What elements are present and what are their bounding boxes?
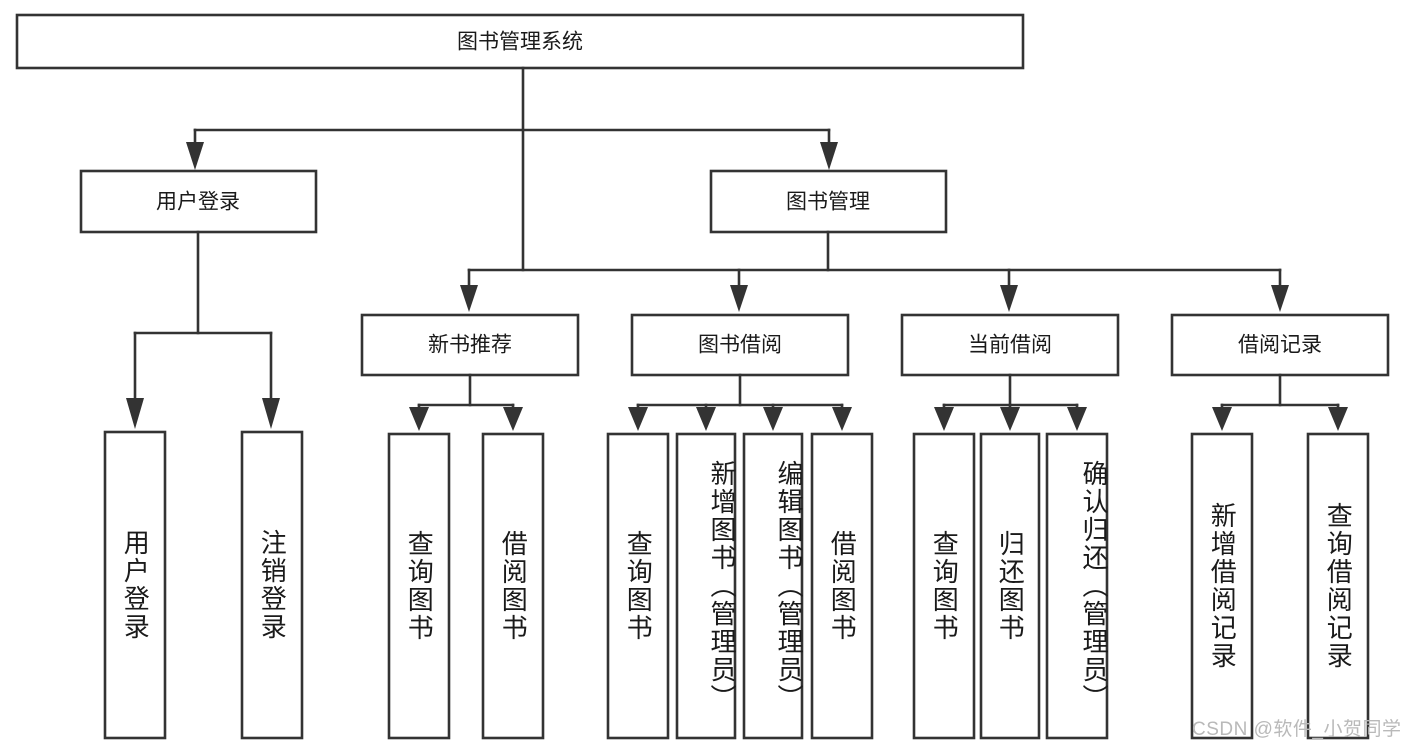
leaf-box-current-borrow-2[interactable] [1045, 432, 1109, 740]
leaf-box-user-login-1[interactable] [240, 430, 304, 740]
leaf-box-current-borrow-0[interactable] [912, 432, 976, 740]
leaf-box-new-book-1[interactable] [481, 432, 545, 740]
arrow-head-new-book-2 [503, 407, 523, 431]
node-root-label: 图书管理系统 [457, 31, 583, 54]
csdn-watermark: CSDN @软件_小贺同学 [1192, 719, 1402, 740]
arrow-head-book-borrow-1 [628, 407, 648, 431]
node-current-borrow-box[interactable] [900, 313, 1120, 377]
leaf-box-book-borrow-0[interactable] [606, 432, 670, 740]
arrow-head-user-login-1 [126, 398, 144, 429]
arrow-head-borrow-record-2 [1328, 407, 1348, 431]
node-book-borrow-box[interactable] [630, 313, 850, 377]
arrow-head-level2-3 [1000, 285, 1018, 312]
node-user-login-label: 用户登录 [156, 191, 240, 214]
leaf-box-borrow-record-0[interactable] [1190, 432, 1254, 740]
leaf-box-new-book-0[interactable] [387, 432, 451, 740]
arrow-head-level1-2 [820, 142, 838, 170]
arrow-head-borrow-record-1 [1212, 407, 1232, 431]
arrow-head-new-book-1 [409, 407, 429, 431]
node-borrow-record-box[interactable] [1170, 313, 1390, 377]
leaf-box-borrow-record-1[interactable] [1306, 432, 1370, 740]
node-new-book-label: 新书推荐 [428, 334, 512, 357]
arrow-head-current-borrow-3 [1067, 407, 1087, 431]
leaf-box-current-borrow-1[interactable] [979, 432, 1041, 740]
arrow-head-current-borrow-2 [1000, 407, 1020, 431]
leaf-box-book-borrow-2[interactable] [742, 432, 804, 740]
node-new-book-box[interactable] [360, 313, 580, 377]
leaf-box-user-login-0[interactable] [103, 430, 167, 740]
node-book-management-label: 图书管理 [786, 191, 870, 214]
arrow-head-book-borrow-2 [696, 407, 716, 431]
leaf-box-book-borrow-3[interactable] [810, 432, 874, 740]
arrow-head-level1-1 [186, 142, 204, 170]
leaf-box-book-borrow-1[interactable] [675, 432, 737, 740]
arrow-head-level2-2 [730, 285, 748, 312]
arrow-head-level2-1 [460, 285, 478, 312]
arrow-head-book-borrow-4 [832, 407, 852, 431]
arrow-head-user-login-2 [262, 398, 280, 429]
node-book-borrow-label: 图书借阅 [698, 334, 782, 357]
node-book-management-box[interactable] [709, 169, 948, 234]
arrow-head-book-borrow-3 [763, 407, 783, 431]
node-borrow-record-label: 借阅记录 [1238, 334, 1322, 357]
node-current-borrow-label: 当前借阅 [968, 334, 1052, 357]
arrow-head-current-borrow-1 [934, 407, 954, 431]
arrow-head-level2-4 [1271, 285, 1289, 312]
node-root-box[interactable] [15, 13, 1025, 70]
